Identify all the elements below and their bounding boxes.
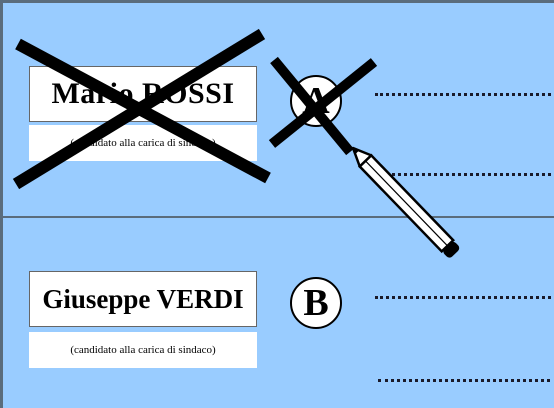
candidate-name-box-b: Giuseppe VERDI — [29, 271, 257, 327]
preference-line-b2[interactable] — [378, 379, 554, 382]
list-symbol-a[interactable]: A — [290, 75, 342, 127]
section-divider — [3, 216, 554, 218]
preference-line-a1[interactable] — [375, 93, 554, 96]
list-symbol-a-letter: A — [302, 80, 330, 122]
list-symbol-b[interactable]: B — [290, 277, 342, 329]
candidate-name-box-a: Mario ROSSI — [29, 66, 257, 122]
candidate-role-a: (candidato alla carica di sindaco) — [70, 137, 216, 149]
candidate-role-b: (candidato alla carica di sindaco) — [70, 344, 216, 356]
list-symbol-b-letter: B — [303, 282, 329, 324]
candidate-name-b: Giuseppe VERDI — [42, 283, 244, 314]
candidate-role-box-a: (candidato alla carica di sindaco) — [29, 125, 257, 161]
preference-line-b1[interactable] — [375, 296, 554, 299]
candidate-role-box-b: (candidato alla carica di sindaco) — [29, 332, 257, 368]
preference-line-a2[interactable] — [385, 173, 554, 176]
candidate-name-a: Mario ROSSI — [51, 77, 235, 110]
